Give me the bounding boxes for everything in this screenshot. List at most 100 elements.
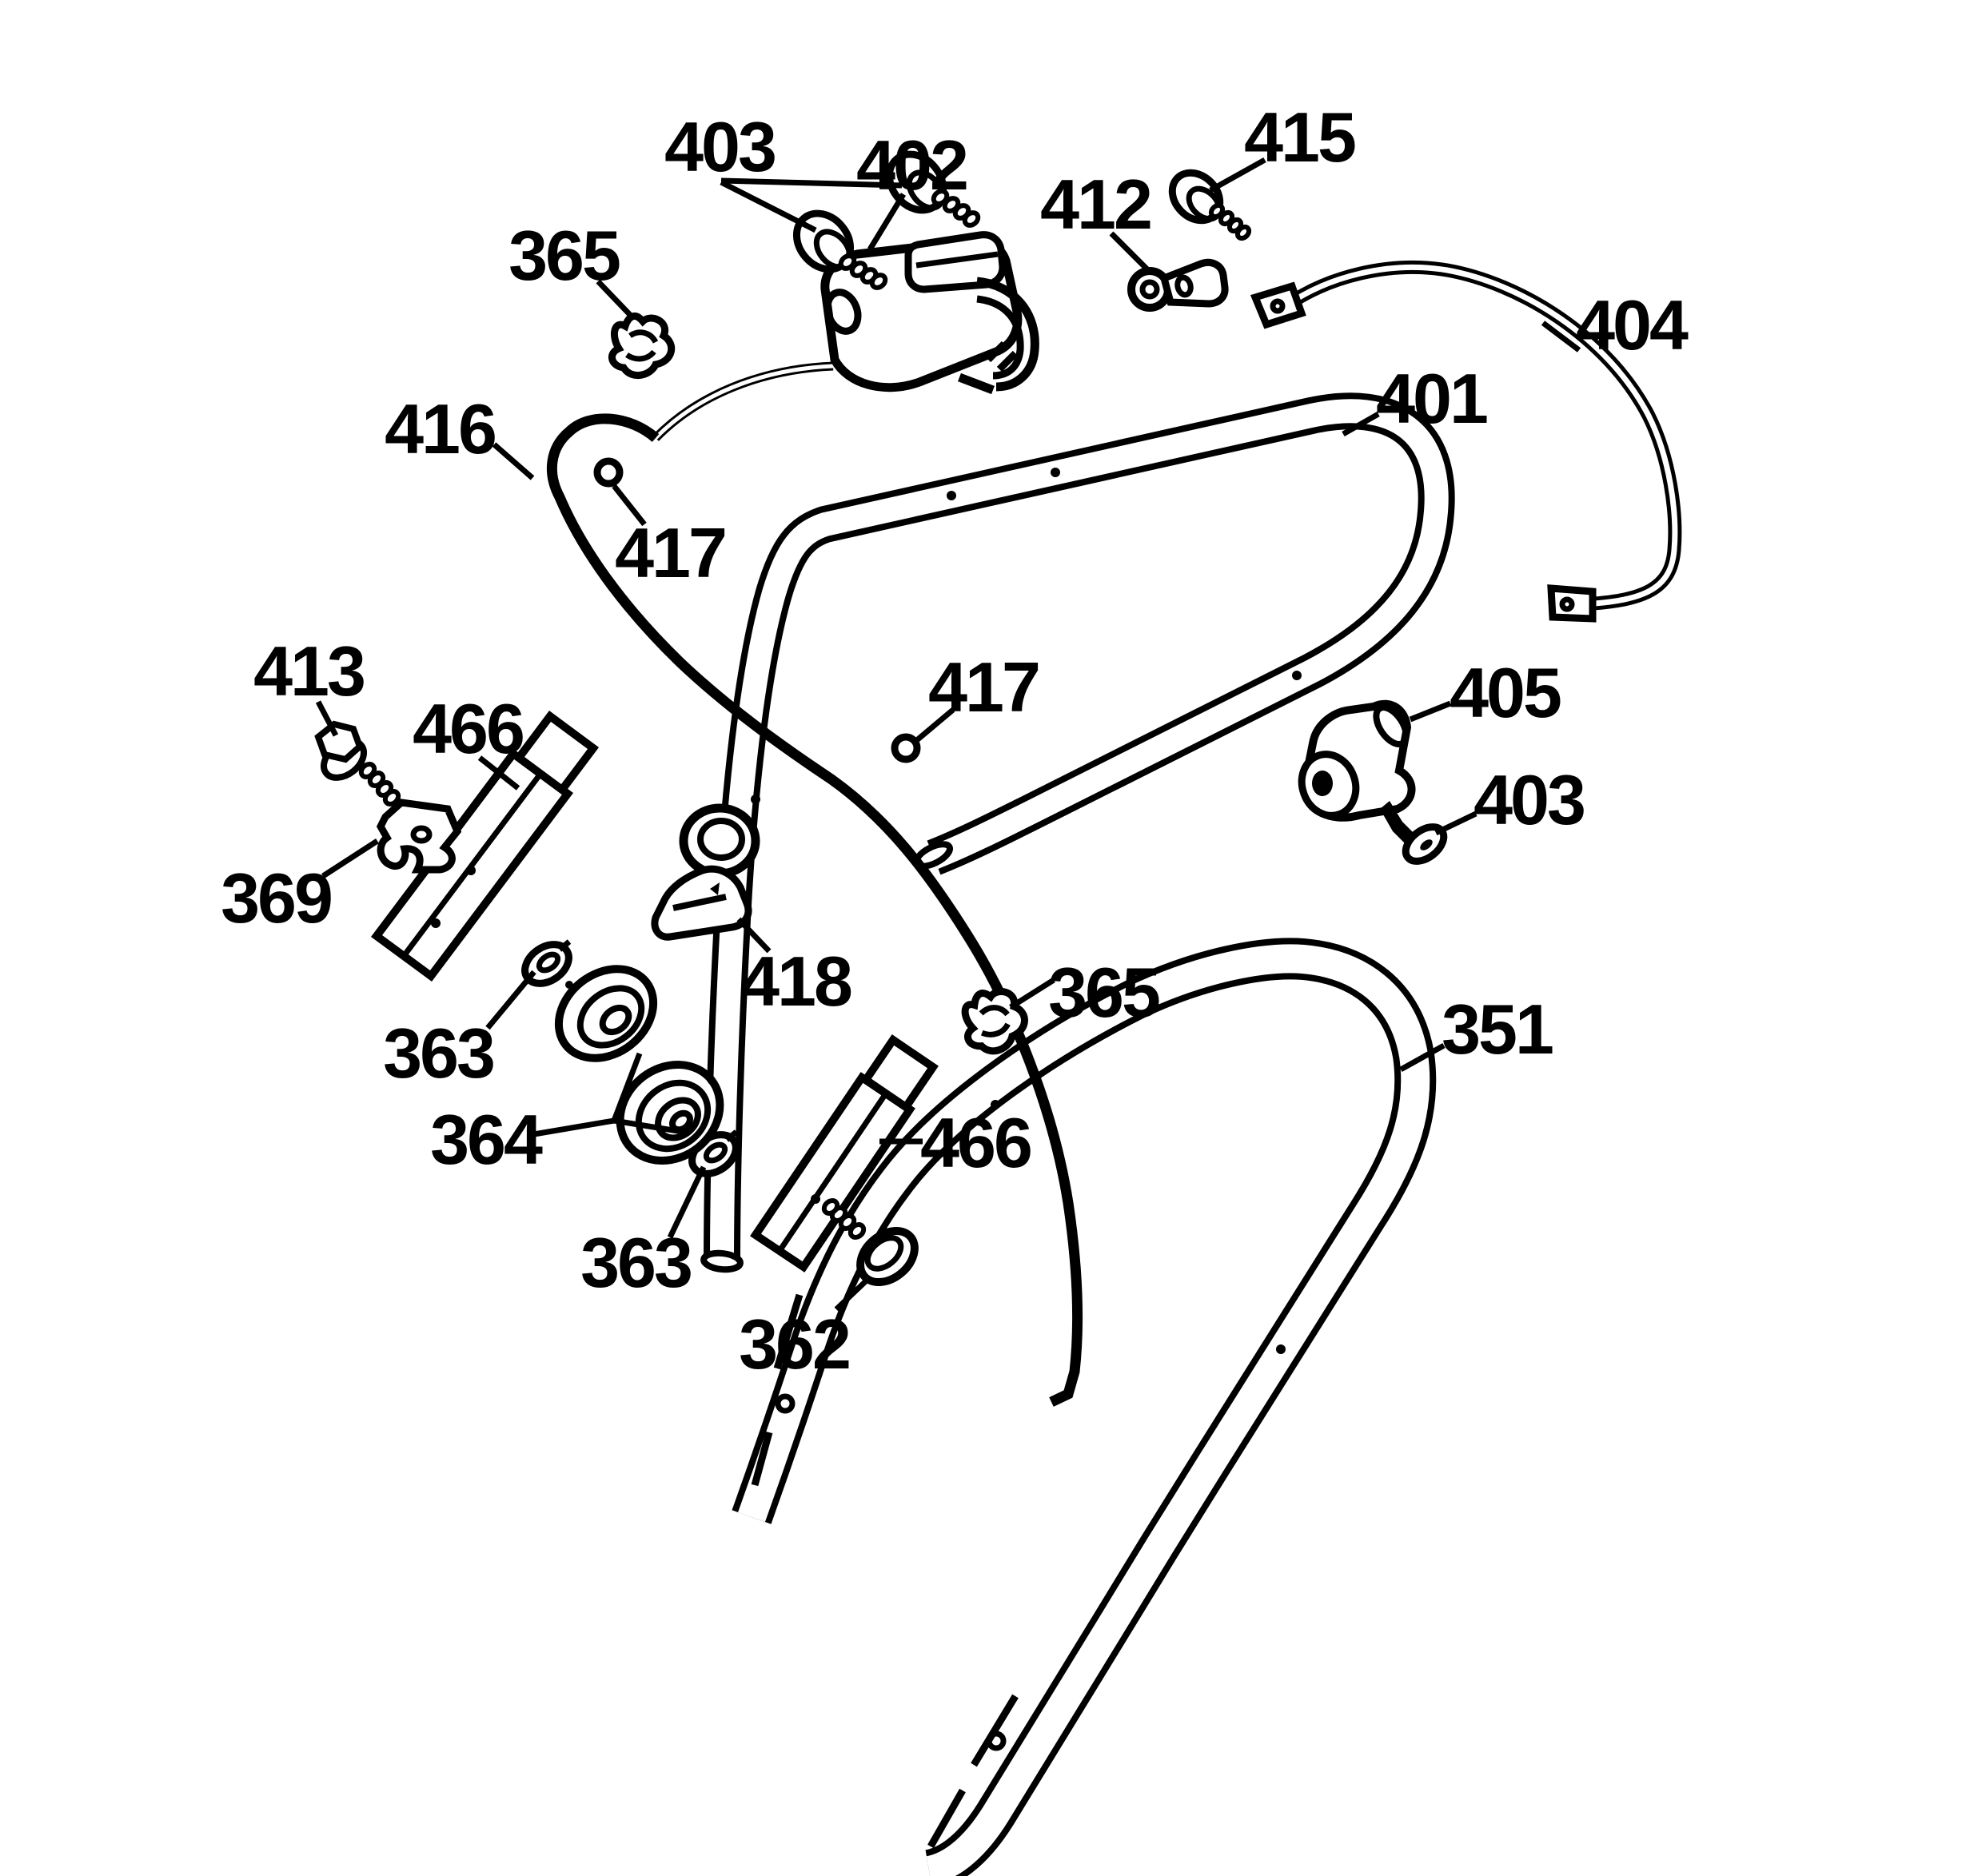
callout-402: 402 — [856, 125, 969, 251]
tube-open-end-left — [700, 1249, 744, 1273]
cable-grommet — [891, 733, 921, 763]
part-number-label: 466 — [920, 1103, 1031, 1182]
hex-washer-bolt — [314, 720, 401, 807]
rivet-hole — [751, 795, 760, 804]
callout-466-a: 466 — [413, 689, 525, 791]
callouts-layer: 403 402 415 412 365 404 416 401 417 413 466 417 405 4… — [221, 98, 1691, 1384]
part-number-label: 363 — [580, 1223, 691, 1302]
leader-line — [1009, 978, 1055, 1010]
part-number-label: 363 — [383, 1014, 493, 1093]
leader-line — [667, 1165, 707, 1239]
callout-365-b: 365 — [1009, 953, 1162, 1032]
handle-knob-disc-lower — [616, 1061, 724, 1165]
leader-line — [1434, 811, 1478, 836]
leader-line — [1109, 231, 1151, 273]
part-number-label: 417 — [928, 647, 1039, 727]
part-number-label: 365 — [1048, 953, 1159, 1032]
callout-405: 405 — [1409, 653, 1563, 732]
rivet-hole — [1292, 671, 1302, 680]
part-number-label: 364 — [430, 1100, 543, 1179]
cable-clip — [961, 988, 1028, 1055]
leader-line — [485, 970, 536, 1030]
handle-clamp-cylinder — [1298, 699, 1416, 822]
lower-handle-tube — [732, 938, 1437, 1876]
handle-sleeve-lower — [750, 1034, 939, 1273]
leader-line — [1342, 411, 1380, 437]
leader-line — [867, 193, 906, 251]
rod-end-tab-lower — [1547, 584, 1597, 623]
leader-line — [596, 279, 636, 321]
part-number-label: 351 — [1442, 990, 1553, 1069]
handle-sleeve-upper — [370, 711, 600, 982]
pan-head-screw — [1168, 169, 1252, 241]
callout-369: 369 — [221, 838, 379, 938]
callout-418: 418 — [736, 917, 854, 1021]
part-number-label: 403 — [1474, 760, 1584, 839]
leader-line — [1399, 1042, 1446, 1073]
part-number-label: 402 — [856, 125, 967, 205]
lower-handle-slot-end-right — [927, 1694, 1019, 1849]
callout-365-top: 365 — [508, 216, 636, 321]
callout-362: 362 — [739, 1275, 872, 1384]
part-number-label: 401 — [1376, 359, 1487, 438]
callout-412: 412 — [1040, 165, 1153, 273]
leader-line — [321, 838, 379, 878]
part-number-label: 417 — [615, 513, 725, 592]
rivet-hole — [1051, 468, 1060, 477]
callout-417-b: 417 — [911, 647, 1041, 746]
housing-boss — [823, 289, 862, 335]
part-number-label: 413 — [253, 631, 364, 711]
part-number-label: 404 — [1576, 285, 1689, 364]
part-number-label: 405 — [1450, 653, 1561, 732]
rivet-hole — [947, 491, 956, 500]
leader-line — [1209, 157, 1266, 193]
part-number-label: 365 — [508, 216, 620, 295]
leader-line — [315, 700, 339, 737]
part-number-label: 418 — [740, 942, 851, 1021]
leader-line — [611, 1052, 643, 1122]
callout-415: 415 — [1209, 98, 1358, 193]
callout-403-b: 403 — [1434, 760, 1586, 839]
callout-417-a: 417 — [612, 484, 728, 592]
round-head-screw — [821, 1198, 919, 1287]
callout-351: 351 — [1399, 990, 1555, 1073]
callout-363-a: 363 — [383, 970, 536, 1093]
part-number-label: 369 — [221, 858, 331, 938]
flat-head-screw — [1380, 801, 1448, 865]
rod-end-tab-upper — [1250, 281, 1306, 329]
leader-line — [736, 917, 772, 954]
callout-404: 404 — [1541, 285, 1691, 364]
callout-403-top: 403 — [664, 107, 903, 233]
cable-clip-flag — [1127, 258, 1229, 312]
leader-line — [613, 1117, 684, 1135]
leader-line — [477, 755, 520, 791]
cable-guide-bracket — [651, 803, 760, 941]
leader-line — [911, 707, 955, 746]
callout-401: 401 — [1342, 359, 1489, 438]
callout-363-b: 363 — [580, 1165, 707, 1302]
callout-466-b: 466 — [879, 1103, 1033, 1182]
part-number-label: 403 — [664, 107, 775, 186]
upper-handle-tube — [700, 392, 1455, 1273]
lower-handle-slot-end-left — [751, 1293, 804, 1487]
cable-saddle-clamp — [376, 799, 462, 874]
switch-cable — [546, 361, 1083, 1407]
handle-knob-disc-upper — [554, 965, 658, 1062]
bail-lever — [958, 277, 1039, 395]
leader-line — [834, 1275, 872, 1312]
leader-line — [612, 484, 647, 527]
rivet-hole — [1276, 1344, 1286, 1354]
cable-clip — [608, 313, 676, 379]
handle-guard-rod — [1250, 260, 1682, 623]
callout-416: 416 — [385, 389, 535, 480]
part-number-label: 466 — [413, 689, 523, 768]
callout-364: 364 — [430, 1052, 684, 1179]
part-number-label: 416 — [385, 389, 495, 468]
callout-413: 413 — [253, 631, 366, 737]
leader-line — [1409, 700, 1452, 723]
leader-line — [720, 179, 817, 233]
part-number-label: 412 — [1040, 165, 1151, 244]
part-number-label: 362 — [739, 1304, 849, 1384]
leader-line — [1541, 321, 1581, 352]
